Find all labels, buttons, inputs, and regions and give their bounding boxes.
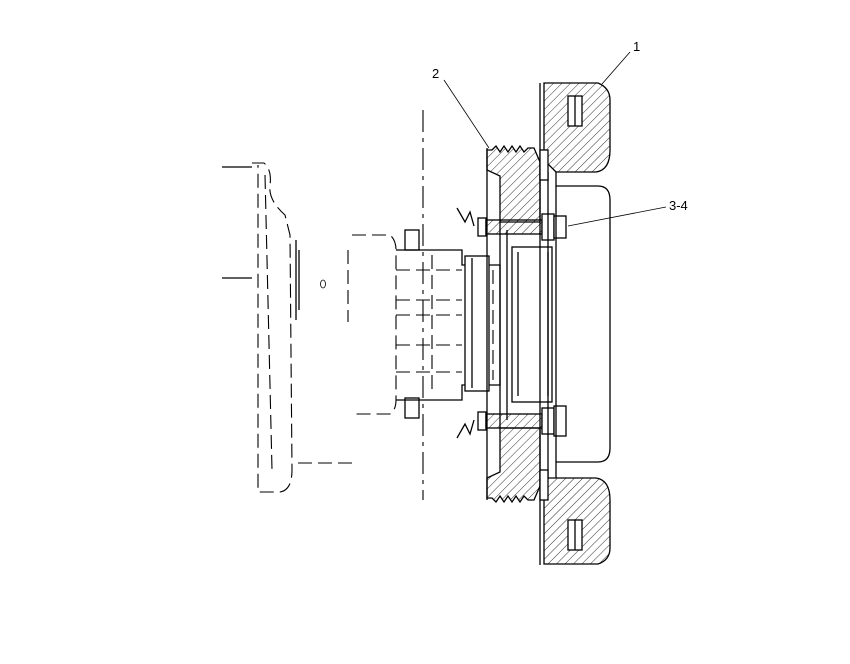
hub-assembly [347, 229, 501, 419]
bolt-upper [456, 207, 567, 241]
callout-label-1: 1 [633, 39, 640, 54]
housing-item-1 [539, 82, 611, 565]
callout-1: 1 [601, 39, 640, 85]
callout-2: 2 [432, 66, 490, 149]
callout-label-2: 2 [432, 66, 439, 81]
pulley-item-2 [486, 144, 553, 504]
callout-3-4: 3-4 [567, 198, 688, 227]
callout-label-3-4: 3-4 [669, 198, 688, 213]
damper-phantom [222, 162, 352, 493]
